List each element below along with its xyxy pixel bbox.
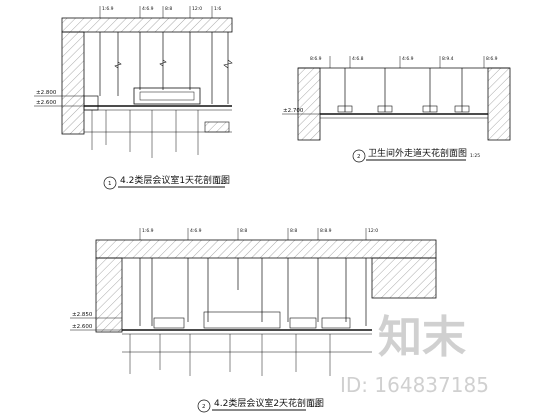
watermark-logo: 知末: [378, 312, 466, 363]
section-3-drawing: ±2.850 ±2.600 1:6.9 4:6.9 8:8 8:8 8:8.9 …: [70, 228, 437, 413]
section-2-fixtures: [337, 105, 470, 113]
section-1-left-wall: [61, 31, 85, 135]
section-1-light-trough: [133, 87, 201, 105]
section-1-top-leaders: [99, 6, 213, 18]
section-1-callout-4: 12:0: [192, 6, 202, 12]
section-3-callout-3: 8:8: [240, 228, 247, 234]
section-2-number: 2: [357, 154, 361, 160]
section-3-level-2: ±2.600: [72, 324, 93, 330]
section-3-title: 4.2类层会议室2天花剖面图: [214, 397, 324, 409]
section-1-level-2: ±2.600: [36, 100, 57, 106]
section-2-callout-4: 8:9.4: [442, 56, 454, 62]
section-3-callout-4: 8:8: [290, 228, 297, 234]
section-3-hangers: [139, 258, 367, 326]
watermark-id: ID: 164837185: [340, 373, 489, 397]
section-2-left-wall: [297, 67, 321, 141]
section-3-callout-5: 8:8.9: [320, 228, 332, 234]
section-1-slab: [61, 17, 233, 33]
section-3-top-leaders: [139, 228, 367, 240]
section-3-callout-1: 1:6.9: [142, 228, 154, 234]
section-3-scale: 1:25: [310, 403, 320, 409]
section-3-slab: [95, 239, 437, 259]
section-2-number-circle: [352, 149, 366, 163]
section-2-drawing: ±2.700 8:6.9 4:6.8 4:6.9 8:9.4 8:6.9 2 卫…: [282, 56, 511, 163]
section-3-callout-2: 4:6.9: [190, 228, 202, 234]
section-2-scale: 1:25: [470, 153, 480, 159]
section-3-level-1: ±2.850: [72, 312, 93, 318]
section-2-callout-2: 4:6.8: [352, 56, 364, 62]
section-2-hangers: [344, 68, 463, 112]
section-1-callout-5: 1:6: [214, 6, 221, 12]
section-1-number: 1: [108, 181, 112, 187]
section-3-callout-6: 12:0: [368, 228, 378, 234]
section-3-right-beam: [371, 257, 437, 299]
section-3-number-circle: [197, 399, 211, 413]
section-1-callout-1: 1:6.9: [102, 6, 114, 12]
section-1-leaders: [84, 110, 232, 158]
section-2-callout-1: 8:6.9: [310, 56, 322, 62]
section-2-level-1: ±2.700: [283, 108, 304, 114]
section-2-title: 卫生间外走道天花剖面图: [368, 147, 467, 159]
section-2-callout-5: 8:6.9: [486, 56, 498, 62]
section-3-left-wall: [95, 257, 123, 333]
section-3-fixtures: [153, 311, 351, 329]
section-2-top-leaders: [329, 56, 485, 68]
section-1-scale: 1:25: [216, 180, 226, 186]
section-1-callout-2: 4:6.9: [142, 6, 154, 12]
section-1-drawing: 1:6.9 4:6.9 8:8 12:0 1:6 ±2.800 ±2.600 1…: [34, 6, 233, 190]
section-1-hangers: [99, 32, 229, 104]
section-3-number: 2: [202, 404, 206, 410]
section-1-break-marks: [114, 59, 233, 69]
section-3-level-markers: [70, 317, 122, 331]
section-1-level-markers: ±2.800 ±2.600: [34, 90, 84, 107]
section-3-bottom-leaders: [122, 334, 372, 376]
section-1-callout-3: 8:8: [165, 6, 172, 12]
section-1-level-1: ±2.800: [36, 90, 57, 96]
watermark: 知末 ID: 164837185: [340, 312, 489, 397]
section-1-number-circle: [103, 176, 117, 190]
section-2-callout-3: 4:6.9: [402, 56, 414, 62]
section-2-right-wall: [487, 67, 511, 141]
section-1-title: 4.2类层会议室1天花剖面图: [120, 174, 230, 186]
